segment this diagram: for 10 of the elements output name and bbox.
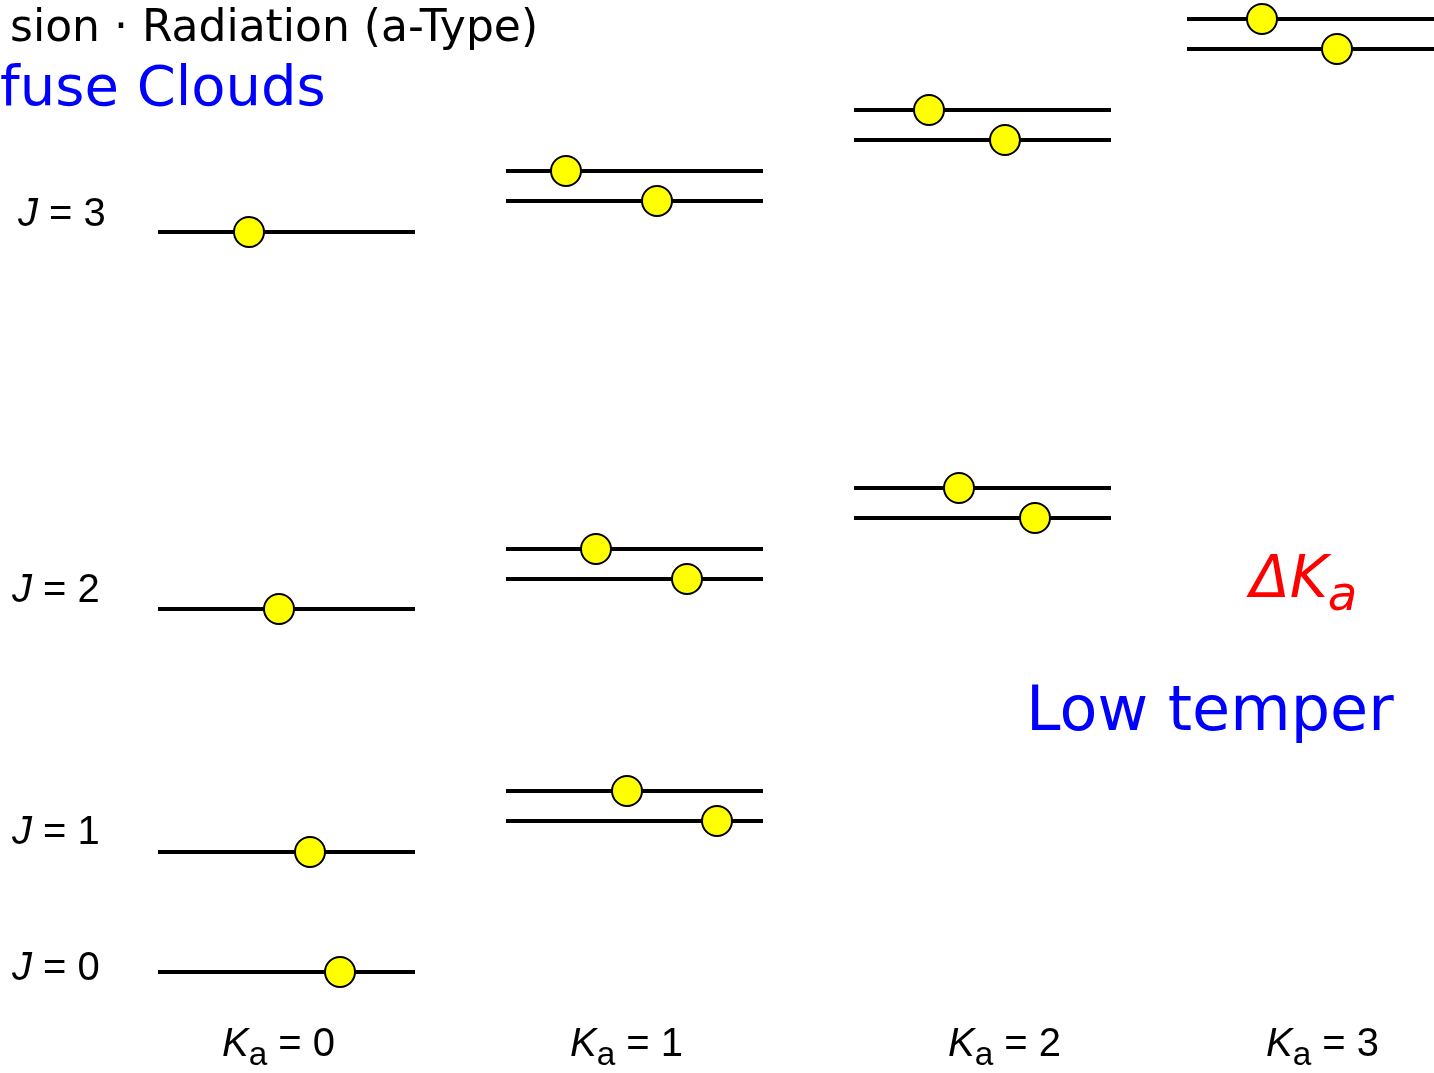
axis-label: K$_{a}$ = 0 (222, 1022, 336, 1071)
axis-label: K$_{a}$ = 2 (948, 1022, 1062, 1071)
level-label: J = 3 (18, 192, 106, 232)
level-label: J = 2 (12, 568, 100, 608)
level-label: J = 1 (12, 810, 100, 850)
title: sion · Radiation (a-Type) (10, 4, 539, 48)
axis-label: K$_{a}$ = 3 (1266, 1022, 1380, 1071)
axis-label: K$_{a}$ = 1 (570, 1022, 684, 1071)
level-label: J = 0 (12, 946, 100, 986)
subtitle: fuse Clouds (0, 58, 326, 114)
